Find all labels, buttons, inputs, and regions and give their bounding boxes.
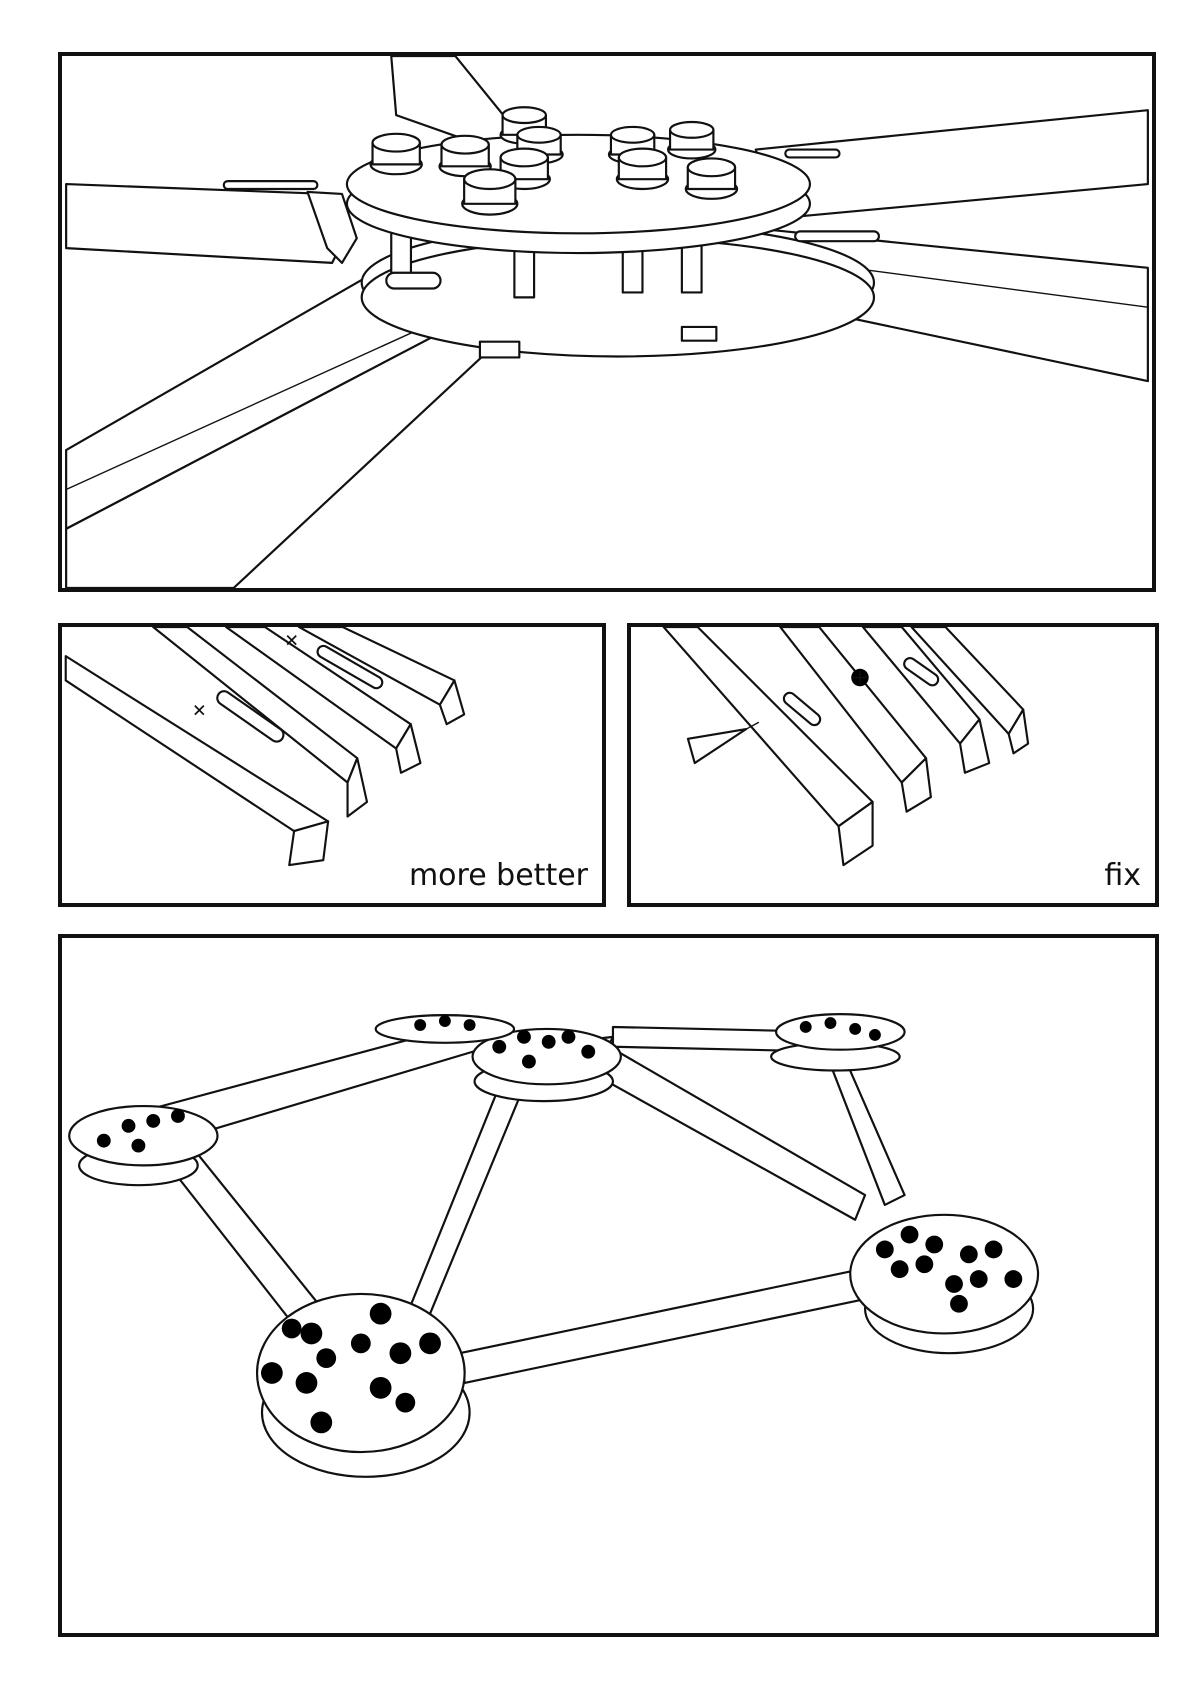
beam-end <box>837 800 874 867</box>
beam-end <box>288 820 330 867</box>
hub-top-left <box>374 1014 516 1044</box>
beam-end <box>900 757 932 813</box>
bolt-group <box>369 106 739 216</box>
hex-bolt-icon <box>350 1333 371 1354</box>
beam-end <box>958 718 991 774</box>
cut-mark-icon: ✕ <box>192 701 207 721</box>
hub-detail-drawing <box>65 56 1149 588</box>
hex-bolt-icon <box>492 1039 507 1054</box>
slots-aligned-drawing: ✕ ✕ <box>64 627 466 867</box>
hex-bolt-icon <box>96 1133 111 1148</box>
hex-bolt-icon <box>869 1028 881 1041</box>
hex-bolt-icon <box>171 1109 185 1123</box>
panel-hub-detail <box>58 52 1156 592</box>
bolt-group <box>875 1225 1023 1313</box>
beam <box>64 655 330 833</box>
bolt-group <box>96 1015 881 1153</box>
hex-bolt-icon <box>561 1029 576 1044</box>
beam-end <box>1007 708 1030 755</box>
beam <box>458 1263 891 1384</box>
beam-end <box>346 757 369 818</box>
hex-bolt-icon <box>799 1021 812 1033</box>
hex-bolt-icon <box>615 147 670 191</box>
hex-bolt-icon <box>414 1019 427 1031</box>
hex-bolt-icon <box>984 1240 1003 1259</box>
beam-upper-left <box>65 182 344 264</box>
hex-bolt-icon <box>824 1017 837 1029</box>
hub-center-top <box>471 1027 622 1103</box>
hex-bolt-icon <box>1004 1270 1023 1288</box>
hex-bolt-icon <box>295 1372 318 1394</box>
beam-end <box>438 679 466 726</box>
hex-bolt-icon <box>925 1235 944 1254</box>
hex-bolt-icon <box>281 1318 302 1339</box>
hex-bolt-icon <box>849 1023 862 1035</box>
panel-caption-more-better: more better <box>408 858 588 893</box>
hex-bolt-icon <box>395 1392 416 1413</box>
beam-slot <box>903 657 940 687</box>
hex-bolt-icon <box>517 1029 531 1044</box>
panel-assembled-frame <box>58 934 1159 1637</box>
beam-end <box>395 723 422 774</box>
panel-slots-aligned: ✕ ✕ more better <box>58 623 606 907</box>
bolt-group <box>261 1302 441 1434</box>
nut <box>478 340 521 359</box>
hex-bolt-icon <box>316 1348 337 1369</box>
hex-bolt-icon <box>369 1376 392 1399</box>
hex-bolt-icon <box>369 132 423 176</box>
hex-bolt-icon <box>541 1034 556 1049</box>
beam-upper-left-end <box>306 190 358 264</box>
hex-bolt-icon <box>945 1275 963 1293</box>
hub-left <box>68 1104 219 1187</box>
beam-top <box>390 56 521 146</box>
hex-bolt-icon <box>521 1054 536 1069</box>
hex-bolt-icon <box>389 1342 412 1365</box>
hub-top-right <box>770 1013 906 1072</box>
hub-lower-plate-edge <box>360 237 876 358</box>
hex-bolt-icon <box>900 1225 919 1244</box>
hex-bolt-icon <box>438 1015 451 1027</box>
hex-bolt-icon <box>875 1240 894 1259</box>
hex-bolt-icon <box>369 1302 392 1325</box>
beam-lower-left-2 <box>65 311 521 588</box>
nut <box>680 325 718 342</box>
hex-bolt-icon <box>969 1270 988 1288</box>
hex-bolt-icon <box>131 1138 146 1153</box>
hex-bolt-icon <box>146 1113 161 1128</box>
hex-bolt-icon <box>666 120 717 160</box>
panel-screw-fix: fix <box>627 623 1159 907</box>
assembled-frame-drawing <box>68 1013 1040 1478</box>
beam-slot <box>222 180 319 191</box>
beam-slot <box>782 691 822 727</box>
hex-bolt-icon <box>684 157 739 200</box>
beam <box>597 1050 867 1221</box>
panel-caption-fix: fix <box>1104 858 1141 893</box>
hex-bolt-icon <box>581 1044 596 1059</box>
hex-bolt-icon <box>419 1332 441 1355</box>
hex-bolt-icon <box>959 1245 978 1264</box>
beam <box>404 1085 526 1320</box>
cut-mark-icon: ✕ <box>284 631 299 651</box>
beam-slot <box>216 690 285 743</box>
beam-slot <box>385 271 442 290</box>
beam-slot <box>794 230 880 243</box>
hex-bolt-icon <box>121 1118 136 1133</box>
hex-bolt-icon <box>461 168 519 216</box>
screw-icon <box>686 721 760 765</box>
hex-bolt-icon <box>261 1362 283 1384</box>
beam-right-upper <box>754 109 1149 220</box>
hex-bolt-icon <box>950 1294 968 1313</box>
beam-slot <box>784 148 841 159</box>
hex-bolt-icon <box>915 1255 934 1274</box>
hex-bolt-icon <box>310 1411 333 1434</box>
beam-slot <box>316 644 384 690</box>
screw-fix-drawing <box>662 627 1030 867</box>
hex-bolt-icon <box>463 1019 476 1031</box>
hex-bolt-icon <box>300 1322 323 1345</box>
hex-bolt-icon <box>890 1260 909 1279</box>
